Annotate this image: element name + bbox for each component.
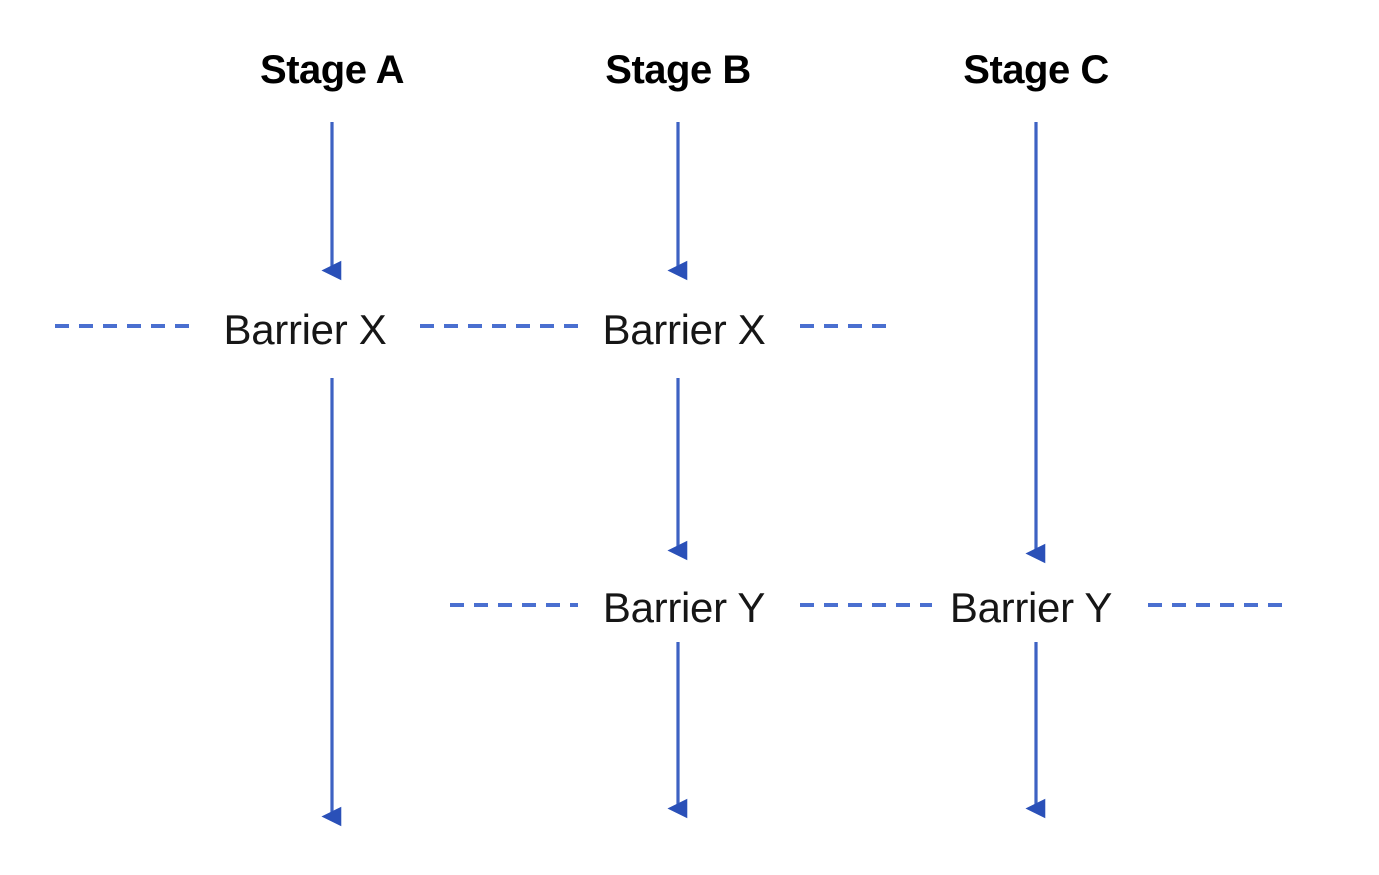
- barrier-node-y-stage-c: Barrier Y: [943, 584, 1119, 632]
- barrier-node-y-stage-b: Barrier Y: [596, 584, 772, 632]
- stage-header-c: Stage C: [963, 48, 1109, 92]
- barrier-node-x-stage-a: Barrier X: [217, 306, 393, 354]
- barrier-node-x-stage-b: Barrier X: [596, 306, 772, 354]
- stage-header-a: Stage A: [260, 48, 404, 92]
- stage-header-b: Stage B: [605, 48, 751, 92]
